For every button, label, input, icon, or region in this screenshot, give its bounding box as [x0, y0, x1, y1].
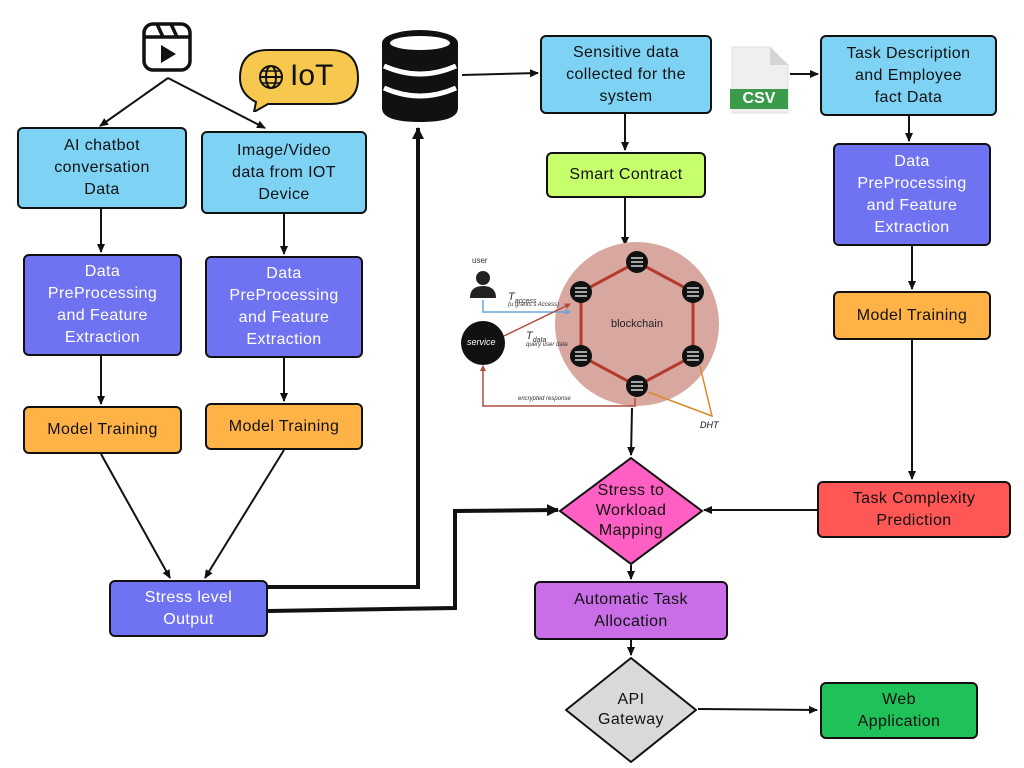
service-node	[461, 321, 505, 365]
preprocessing-box-right: Data PreProcessing and Feature Extractio…	[833, 143, 991, 246]
smart-contract-box: Smart Contract	[546, 152, 706, 198]
data-label: Tdata	[526, 330, 546, 344]
data-label-sub: data	[532, 337, 547, 345]
access-label: Taccess	[508, 291, 537, 305]
api-gateway-diamond: API Gateway	[564, 656, 698, 764]
arrow-output-to-stressmap	[267, 504, 559, 613]
blockchain-center-label: blockchain	[611, 318, 663, 330]
encrypted-response-label: encrypted response	[518, 396, 571, 402]
iot-globe-icon	[258, 64, 284, 90]
service-label: service	[467, 337, 496, 347]
web-application-box: Web Application	[820, 682, 978, 739]
data-note: query user data	[526, 342, 568, 348]
arrow-train2-to-output	[204, 449, 285, 579]
access-label-sub: access	[514, 298, 537, 306]
data-label-t: T	[526, 330, 533, 342]
model-training-box-right: Model Training	[833, 291, 991, 340]
user-label: user	[472, 256, 488, 265]
model-training-box-left: Model Training	[23, 406, 182, 454]
iot-badge: IoT	[238, 48, 360, 112]
csv-label: CSV	[742, 90, 776, 107]
blockchain-diagram: blockchain user service Taccess (u grant…	[450, 240, 730, 430]
preprocessing-box-left: Data PreProcessing and Feature Extractio…	[23, 254, 182, 356]
video-play-icon	[141, 21, 193, 73]
model-training-box-middle: Model Training	[205, 403, 363, 450]
csv-file-icon: CSV	[730, 45, 790, 115]
chatbot-data-box: AI chatbot conversation Data	[17, 127, 187, 209]
stress-mapping-label: Stress to Workload Mapping	[595, 482, 667, 539]
api-gateway-label: API Gateway	[598, 691, 664, 728]
preprocessing-box-middle: Data PreProcessing and Feature Extractio…	[205, 256, 363, 358]
dht-label: DHT	[700, 420, 719, 430]
arrow-train1-to-output	[100, 453, 171, 579]
stress-mapping-diamond: Stress to Workload Mapping	[558, 456, 704, 566]
arrow-gateway-to-webapp	[697, 705, 818, 714]
user-icon	[470, 271, 496, 298]
task-description-box: Task Description and Employee fact Data	[820, 35, 997, 116]
arrow-video-to-iotdata	[167, 77, 266, 129]
iot-badge-label: IoT	[290, 59, 334, 92]
iot-data-box: Image/Video data from IOT Device	[201, 131, 367, 214]
access-label-t: T	[508, 291, 515, 303]
arrow-video-to-chatbot	[99, 77, 169, 127]
arrow-database-to-sensitive	[461, 69, 539, 78]
access-note: (u grants s Access)	[508, 302, 560, 308]
stress-level-output-box: Stress level Output	[109, 580, 268, 637]
task-complexity-box: Task Complexity Prediction	[817, 481, 1011, 538]
arrow-output-to-database	[268, 127, 424, 589]
arrow-blockchain-to-stressmap	[627, 407, 636, 456]
sensitive-data-box: Sensitive data collected for the system	[540, 35, 712, 114]
task-allocation-box: Automatic Task Allocation	[534, 581, 728, 640]
database-icon	[380, 28, 460, 124]
